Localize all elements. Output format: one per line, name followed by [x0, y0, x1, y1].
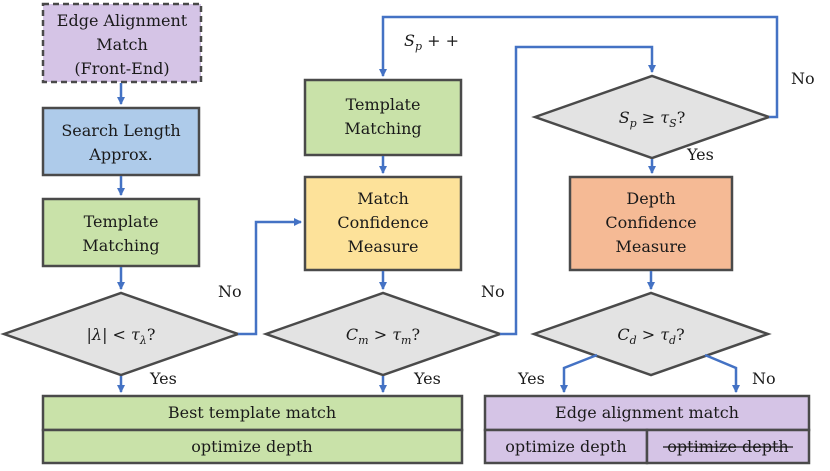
template-mid-line-2: Matching	[344, 119, 421, 138]
edge-cm-no	[500, 45, 656, 336]
match-conf-line-3: Measure	[347, 237, 418, 256]
lambda-yes-label: Yes	[149, 369, 177, 388]
front-end-line-1: Edge Alignment	[57, 11, 188, 30]
edge-lambda-no	[238, 218, 302, 336]
front-end-line-2: Match	[96, 35, 148, 54]
best-match-title: Best template match	[168, 403, 336, 422]
template-left-line-1: Template	[84, 212, 159, 231]
edge-match-title: Edge alignment match	[555, 403, 739, 422]
match-conf-line-1: Match	[357, 189, 409, 208]
sp-yes-label: Yes	[686, 145, 714, 164]
front-end-node: Edge Alignment Match (Front-End)	[41, 2, 203, 84]
search-length-line-2: Approx.	[88, 145, 152, 164]
match-confidence-node: Match Confidence Measure	[303, 175, 463, 272]
front-end-line-3: (Front-End)	[74, 59, 169, 78]
edge-labels: No Yes Yes No Sp + + No Yes Yes No	[149, 31, 815, 388]
edge-cd-yes	[560, 353, 598, 393]
template-mid-line-1: Template	[346, 95, 421, 114]
search-length-line-1: Search Length	[61, 121, 180, 140]
sp-no-label: No	[791, 69, 815, 88]
sp-decision: Sp ≥ τS?	[531, 74, 773, 160]
edge-cd-no	[704, 353, 740, 393]
cd-decision: Cd > τd?	[530, 291, 772, 377]
template-left-line-2: Matching	[82, 236, 159, 255]
cd-no-label: No	[752, 369, 776, 388]
best-match-sub: optimize depth	[191, 437, 312, 456]
edge-sp-no-loop	[379, 15, 779, 119]
depth-conf-line-2: Confidence	[605, 213, 696, 232]
cm-decision: Cm > τm?	[262, 291, 504, 377]
cm-yes-label: Yes	[413, 369, 441, 388]
best-template-match-box: Best template match optimize depth	[41, 394, 464, 465]
cm-no-label: No	[481, 282, 505, 301]
cd-decision-label: Cd > τd?	[617, 325, 684, 347]
lambda-no-label: No	[218, 282, 242, 301]
lambda-decision: |λ| < τλ?	[0, 291, 242, 377]
edge-match-sub-left: optimize depth	[505, 437, 626, 456]
template-matching-mid-node: Template Matching	[303, 78, 463, 157]
sp-decision-label: Sp ≥ τS?	[619, 108, 686, 130]
lambda-decision-label: |λ| < τλ?	[87, 325, 156, 347]
cd-yes-label: Yes	[517, 369, 545, 388]
depth-confidence-node: Depth Confidence Measure	[568, 175, 734, 272]
search-length-node: Search Length Approx.	[41, 106, 201, 177]
sp-increment-label: Sp + +	[404, 31, 459, 53]
edge-alignment-match-box: Edge alignment match optimize depth opti…	[483, 394, 811, 465]
depth-conf-line-1: Depth	[626, 189, 675, 208]
cm-decision-label: Cm > τm?	[346, 325, 420, 347]
match-conf-line-2: Confidence	[337, 213, 428, 232]
depth-conf-line-3: Measure	[615, 237, 686, 256]
template-matching-left-node: Template Matching	[41, 197, 201, 268]
connectors	[117, 15, 779, 393]
